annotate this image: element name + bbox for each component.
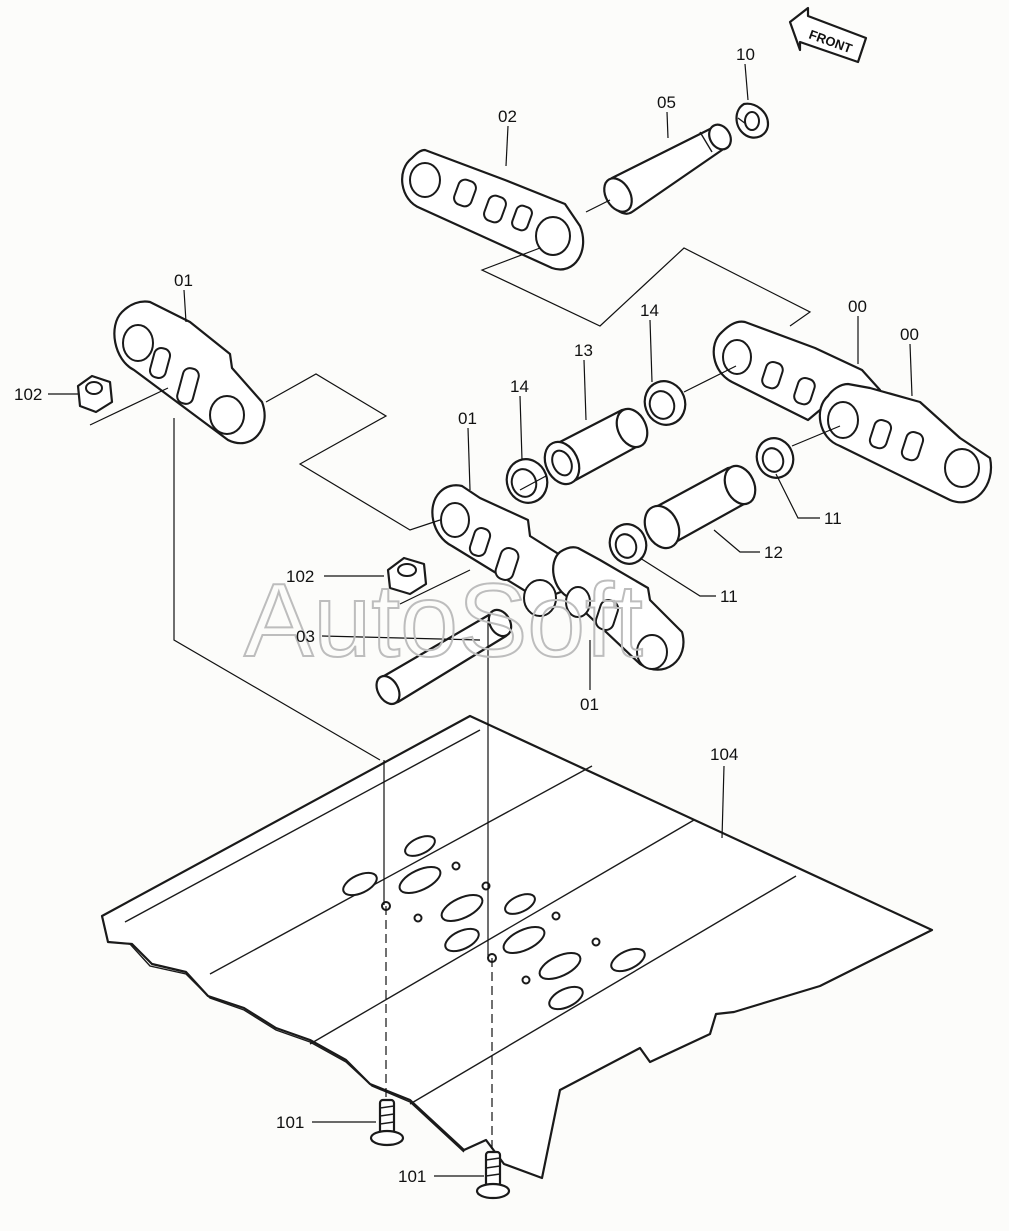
label-02: 02	[498, 107, 517, 126]
label-13: 13	[574, 341, 593, 360]
part-labels: 10 05 02 01 102 14 13 00 00 14 01 11 12 …	[14, 45, 919, 1186]
nut-102-left	[76, 374, 114, 414]
seal-14-lower	[505, 458, 549, 504]
nut-102-center	[386, 556, 428, 596]
label-14-lower: 14	[510, 377, 529, 396]
front-arrow-icon: FRONT	[788, 6, 868, 64]
pin-03	[375, 608, 513, 706]
seal-11-left	[608, 523, 648, 565]
label-03: 03	[296, 627, 315, 646]
label-01-center: 01	[458, 409, 477, 428]
label-01-left: 01	[174, 271, 193, 290]
bushing-12	[643, 464, 757, 550]
label-14-upper: 14	[640, 301, 659, 320]
label-11-left: 11	[720, 587, 738, 606]
label-00-upper: 00	[848, 297, 867, 316]
label-00-lower: 00	[900, 325, 919, 344]
label-101-upper: 101	[276, 1113, 304, 1132]
bolt-101-lower	[475, 1150, 511, 1200]
master-link-02	[401, 148, 585, 271]
track-link-00-lower	[818, 382, 993, 504]
label-leaders	[48, 63, 913, 1177]
label-01-center-right: 01	[580, 695, 599, 714]
track-shoe-104	[100, 714, 934, 1180]
label-10: 10	[736, 45, 755, 64]
label-104: 104	[710, 745, 738, 764]
label-11-right: 11	[824, 509, 842, 528]
track-link-01-center	[431, 484, 570, 617]
label-102-center: 102	[286, 567, 314, 586]
label-12: 12	[764, 543, 783, 562]
seal-14-upper	[643, 380, 687, 426]
label-05: 05	[657, 93, 676, 112]
bushing-13	[543, 407, 649, 486]
track-link-01-center-right	[552, 546, 685, 671]
label-102-left: 102	[14, 385, 42, 404]
snap-ring-10	[735, 102, 770, 139]
assembly-lines	[89, 199, 841, 1150]
bolt-101-upper	[369, 1098, 405, 1147]
pin-05	[603, 123, 732, 215]
watermark: AutoSoft	[244, 563, 643, 679]
track-link-01-left	[113, 300, 266, 445]
label-101-lower: 101	[398, 1167, 426, 1186]
seal-11-right	[755, 437, 795, 479]
